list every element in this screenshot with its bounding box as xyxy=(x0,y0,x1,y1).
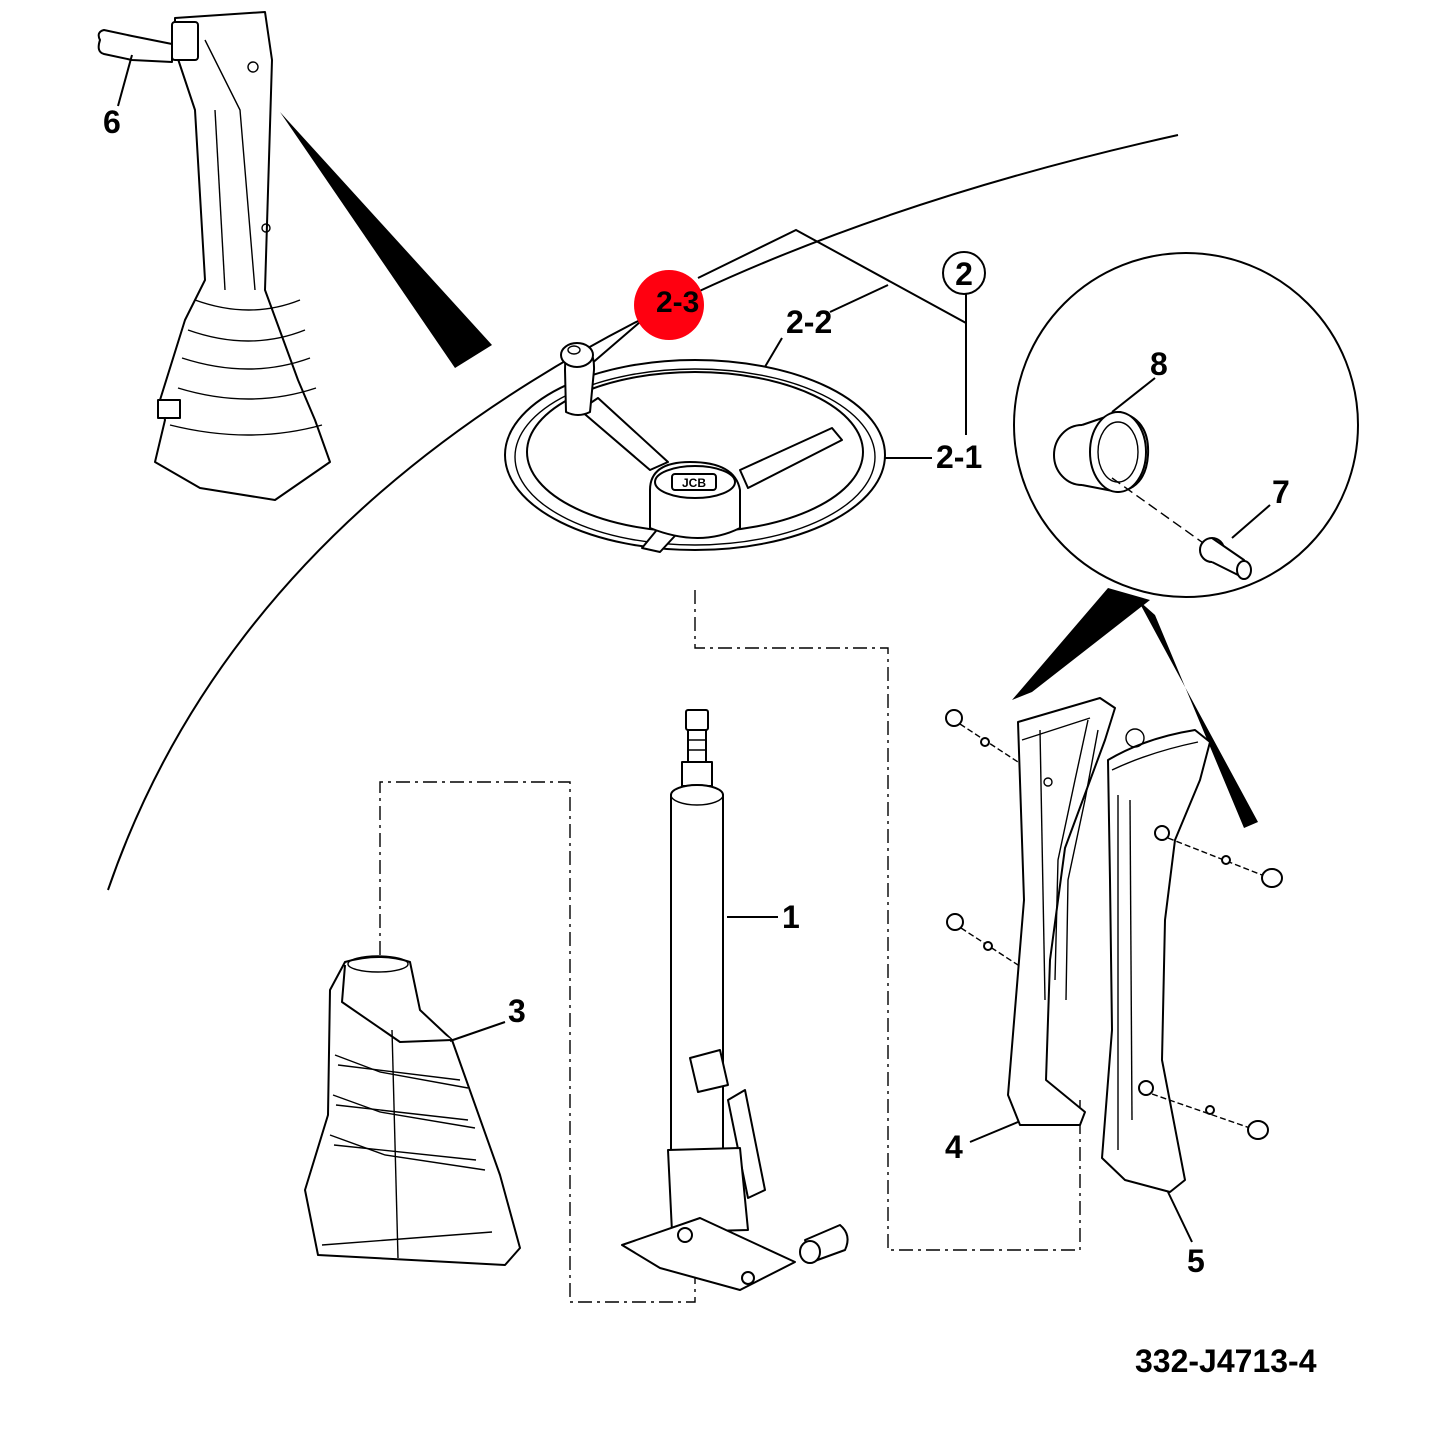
leader-4 xyxy=(969,1121,1019,1143)
leader-3 xyxy=(449,1021,506,1042)
pointer-wedge-top-left xyxy=(280,112,492,368)
callout-2: 2 xyxy=(955,256,973,292)
highlight-2-3 xyxy=(634,270,704,340)
hub-logo: JCB xyxy=(682,476,706,490)
part-8-bushing xyxy=(1053,411,1150,493)
dash-8-to-7 xyxy=(1111,477,1207,546)
callout-7: 7 xyxy=(1272,474,1290,510)
leader-6 xyxy=(117,54,133,107)
leader-2-2 xyxy=(829,284,889,313)
callout-4: 4 xyxy=(945,1129,963,1165)
callout-3: 3 xyxy=(508,993,526,1029)
assembly-line-column xyxy=(694,590,1081,1251)
leader-7 xyxy=(1231,504,1271,539)
part-2-steering-wheel: JCB xyxy=(504,342,886,553)
part-1-steering-column xyxy=(621,709,849,1291)
fasteners-part-4 xyxy=(945,709,1019,966)
part-3-lower-cover xyxy=(304,955,521,1266)
fasteners-part-5 xyxy=(1151,837,1283,1140)
leader-8 xyxy=(1111,377,1156,413)
leader-2-3 xyxy=(589,321,641,366)
detail-circle xyxy=(1013,252,1359,598)
assembly-line-cover xyxy=(379,781,696,1303)
callout-2-3: 2-3 xyxy=(656,286,699,319)
part-5-side-panel xyxy=(1101,728,1211,1193)
callout-6: 6 xyxy=(103,104,121,140)
part-7-pin xyxy=(1199,537,1252,580)
diagram-reference: 332-J4713-4 xyxy=(1135,1343,1317,1379)
callout-2-circle xyxy=(942,251,986,295)
pointer-wedge-right-a xyxy=(1012,588,1150,700)
callout-2-1: 2-1 xyxy=(936,439,982,475)
callout-1: 1 xyxy=(782,899,800,935)
part-6-lever-column xyxy=(97,11,331,501)
detail-arc xyxy=(107,134,1179,891)
pointer-wedge-right-b xyxy=(1138,600,1258,828)
leader-5 xyxy=(1167,1191,1193,1243)
callout-8: 8 xyxy=(1150,346,1168,382)
callout-5: 5 xyxy=(1187,1243,1205,1279)
callout-2-2: 2-2 xyxy=(786,304,832,340)
leader-2-bracket xyxy=(697,228,967,435)
part-4-side-panel xyxy=(1007,697,1116,1126)
